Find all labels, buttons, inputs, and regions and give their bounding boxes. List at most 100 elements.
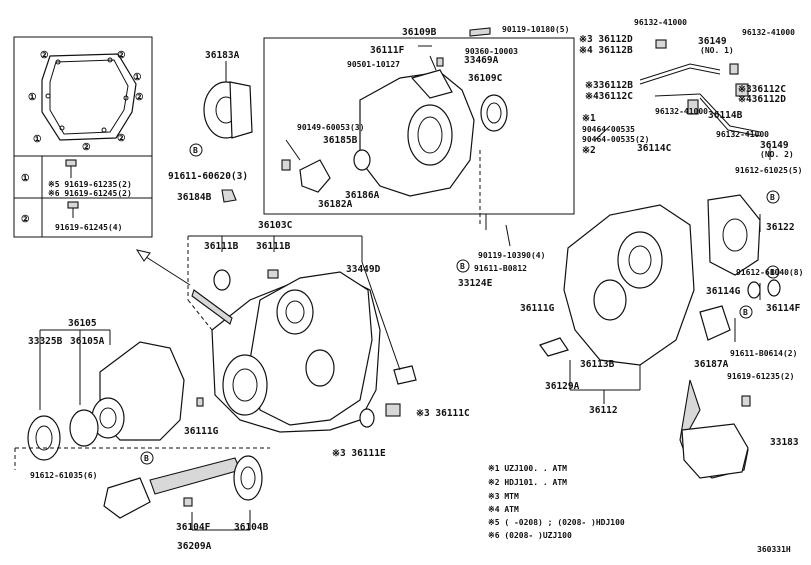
diagram-id: 360331H [757, 545, 791, 554]
legend-line: ※4 ATM [488, 505, 519, 514]
label-96132-41000-c: 96132-41000 [655, 107, 708, 116]
label-36149-no1: 36149 [698, 36, 727, 47]
gasket-drawing [41, 53, 137, 141]
label-3-36111C: ※3 36111C [416, 408, 470, 419]
label-4-36112C: ※436112C [585, 91, 633, 102]
label-36184B: 36184B [177, 192, 212, 203]
legend-line: ※3 MTM [488, 492, 519, 501]
label-36109B: 36109B [402, 27, 437, 38]
label-3-36111E: ※3 36111E [332, 448, 386, 459]
label-90360-10003: 90360-10003 [465, 47, 518, 56]
label-33325B: 33325B [28, 336, 63, 347]
label-3-36112B: ※336112B [585, 80, 633, 91]
label-91612-61035: 91612-61035(6) [30, 471, 97, 480]
label-36114C: 36114C [637, 143, 672, 154]
legend-line: ※2 HDJ101. . ATM [488, 478, 567, 487]
label-36182A: 36182A [318, 199, 353, 210]
label-36105: 36105 [68, 318, 97, 329]
gasket-marker: ② [117, 133, 126, 144]
label-33469A: 33469A [464, 55, 499, 66]
label-36111B-a: 36111B [204, 241, 239, 252]
transfer-case-right [539, 39, 781, 479]
label-36111G-left: 36111G [184, 426, 219, 437]
label-36113B: 36113B [580, 359, 615, 370]
inset-row2-circle: ② [21, 214, 30, 225]
label-91619-61235: 91619-61235(2) [727, 372, 794, 381]
legend-line: ※5 ( -0208) ; (0208- )HDJ100 [488, 518, 625, 527]
legend-line: ※6 (0208- )UZJ100 [488, 531, 572, 540]
label-36104F: 36104F [176, 522, 211, 533]
gasket-marker: ② [40, 50, 49, 61]
label-36111B-b: 36111B [256, 241, 291, 252]
label-36149-no1-note: (NO. 1) [700, 46, 734, 55]
label-36129A: 36129A [545, 381, 580, 392]
label-36104B: 36104B [234, 522, 269, 533]
label-36185B: 36185B [323, 135, 358, 146]
label-36111F: 36111F [370, 45, 405, 56]
gasket-marker: ① [33, 134, 42, 145]
gasket-marker: ① [133, 72, 142, 83]
inset-row1-code2: ※6 91619-61245(2) [48, 189, 132, 198]
label-36114F: 36114F [766, 303, 801, 314]
label-36109C: 36109C [468, 73, 503, 84]
label-4-36112B: ※4 36112B [579, 45, 633, 56]
label-90464-00535-b: 90464-00535(2) [582, 135, 649, 144]
label-96132-41000-a: 96132-41000 [634, 18, 687, 27]
label-3-36112D: ※3 36112D [579, 34, 633, 45]
label-36111G-right: 36111G [520, 303, 555, 314]
label-96132-41000-b: 96132-41000 [742, 28, 795, 37]
label-4-36112D: ※436112D [738, 94, 786, 105]
rear-cover-group [263, 27, 575, 215]
label-36122: 36122 [766, 222, 795, 233]
label-36186A: 36186A [345, 190, 380, 201]
label-36187A: 36187A [694, 359, 729, 370]
b-marker: B [743, 308, 748, 317]
label-36114B: 36114B [708, 110, 743, 121]
label-91611-60620: 91611-60620(3) [168, 171, 248, 182]
oil-pump-cover [203, 81, 253, 203]
inset-pointer-arrow [135, 249, 191, 286]
b-marker: B [770, 193, 775, 202]
label-36183A: 36183A [205, 50, 240, 61]
label-90119-10180: 90119-10180(5) [502, 25, 569, 34]
b-marker: B [193, 146, 198, 155]
label-36112: 36112 [589, 405, 618, 416]
label-90464-00535-a: 90464-00535 [582, 125, 635, 134]
b-marker: B [460, 262, 465, 271]
label-96132-41000-d: 96132-41000 [716, 130, 769, 139]
label-91611-B0812: 91611-B0812 [474, 264, 527, 273]
gasket-marker: ② [82, 142, 91, 153]
label-36149-no2: 36149 [760, 140, 789, 151]
b-marker: B [770, 268, 775, 277]
label-36105A: 36105A [70, 336, 105, 347]
legend: ※1 UZJ100. . ATM ※2 HDJ101. . ATM ※3 MTM… [488, 464, 625, 540]
label-36149-no2-note: (NO. 2) [760, 150, 794, 159]
label-3-36112C: ※336112C [738, 84, 786, 95]
label-90149-60053: 90149-60053(3) [297, 123, 364, 132]
label-91611-B0614: 91611-B0614(2) [730, 349, 797, 358]
inset-row2-code1: 91619-61245(4) [55, 223, 122, 232]
gasket-marker: ① [28, 92, 37, 103]
label-note-1: ※1 [582, 113, 596, 124]
b-markers: B B B B B B [140, 143, 780, 465]
part-labels: 36183A 91611-60620(3) 36184B 36109B 9011… [28, 18, 803, 552]
legend-line: ※1 UZJ100. . ATM [488, 464, 567, 473]
label-90119-10390: 90119-10390(4) [478, 251, 545, 260]
label-note-2: ※2 [582, 145, 596, 156]
inset-row1-code1: ※5 91619-61235(2) [48, 180, 132, 189]
gasket-marker: ② [135, 92, 144, 103]
inset-row1-circle: ① [21, 173, 30, 184]
label-90501-10127: 90501-10127 [347, 60, 400, 69]
label-36103C: 36103C [258, 220, 293, 231]
gasket-marker: ② [117, 50, 126, 61]
label-36209A: 36209A [177, 541, 212, 552]
inset-box: ② ② ① ② ① ② ① ② ① ※5 91619-61235(2) ※6 9… [13, 36, 153, 238]
b-marker: B [144, 454, 149, 463]
label-33124E: 33124E [458, 278, 493, 289]
front-housing-and-shaft [27, 341, 263, 519]
leader-lines [14, 61, 771, 531]
label-33183: 33183 [770, 437, 799, 448]
label-36114G: 36114G [706, 286, 741, 297]
label-33449D: 33449D [346, 264, 381, 275]
